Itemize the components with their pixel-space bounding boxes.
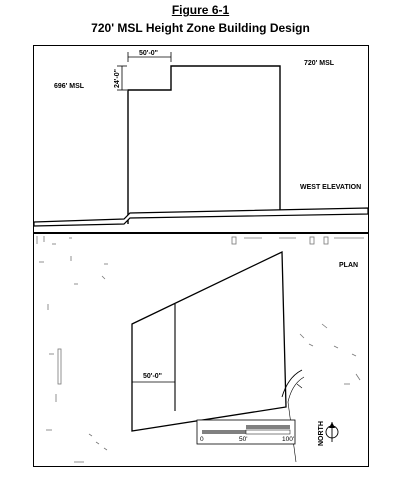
site-marks: [36, 236, 364, 463]
plan-drawing: 50'-0" PLAN 0 50' 100' NORTH: [36, 236, 364, 463]
scale-tick-0: 0: [200, 436, 204, 443]
height-dimension-label: 24'-0": [114, 69, 121, 88]
figure-number: Figure 6-1: [171, 3, 230, 17]
scale-tick-100: 100': [282, 436, 294, 443]
scale-bar: 0 50' 100': [196, 419, 296, 445]
plan-panel: 50'-0" PLAN 0 50' 100' NORTH: [33, 233, 369, 467]
ground-line: [34, 207, 368, 227]
west-elevation-label: WEST ELEVATION: [300, 184, 361, 191]
plan-label: PLAN: [339, 262, 358, 269]
north-label: NORTH: [318, 421, 325, 446]
building-footprint: [131, 250, 287, 432]
building-outline: [127, 65, 281, 224]
scale-tick-50: 50': [239, 436, 247, 443]
elevation-drawing: 50'-0" 24'-0" 720' MSL 696' MSL WEST ELE…: [34, 50, 368, 227]
figure-title: 720' MSL Height Zone Building Design: [91, 21, 310, 35]
label-720-msl: 720' MSL: [304, 60, 335, 67]
curved-walkway: [281, 369, 303, 398]
label-696-msl: 696' MSL: [54, 83, 85, 90]
north-arrow-icon: [325, 422, 339, 442]
width-dimension-label: 50'-0": [139, 50, 158, 57]
plan-width-dimension-label: 50'-0": [143, 373, 162, 380]
elevation-panel: 50'-0" 24'-0" 720' MSL 696' MSL WEST ELE…: [33, 45, 369, 233]
